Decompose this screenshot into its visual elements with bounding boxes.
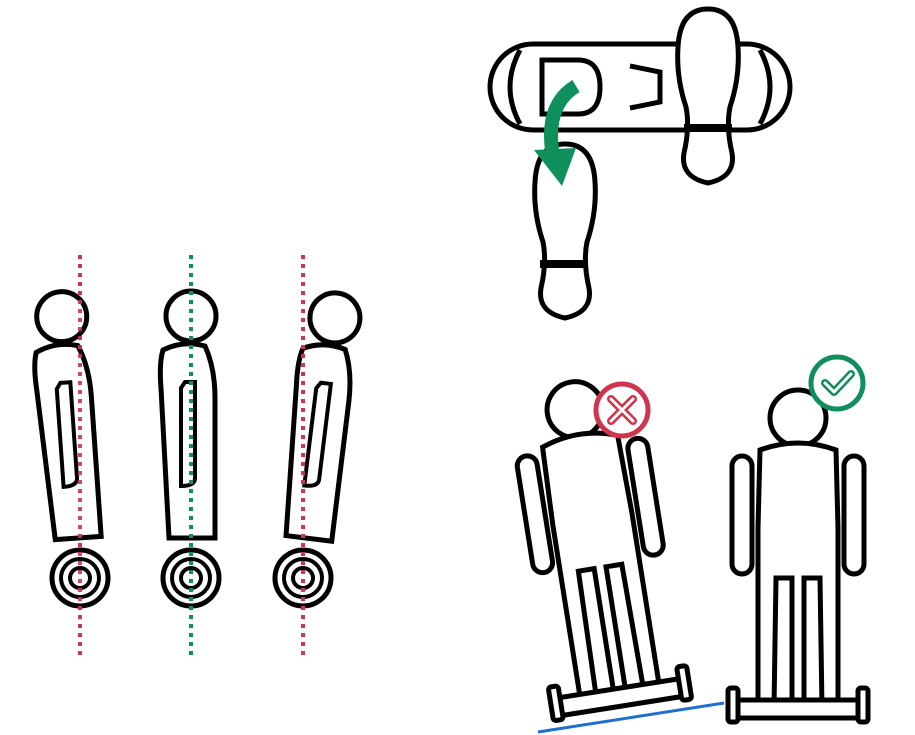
posture-panel <box>29 255 365 660</box>
x-mark-icon <box>596 384 648 436</box>
check-mark-icon <box>811 357 863 409</box>
shoe-on-board-icon <box>678 9 739 183</box>
hoverboard-top-view <box>490 44 790 130</box>
posture-figure-leaning-forward <box>269 255 366 660</box>
balance-figure-tilted <box>502 371 724 732</box>
balance-figure-level <box>728 357 868 722</box>
posture-figure-upright <box>160 255 219 660</box>
balance-panel <box>502 357 868 732</box>
posture-figure-leaning-back <box>29 255 109 660</box>
step-off-panel <box>490 9 790 318</box>
